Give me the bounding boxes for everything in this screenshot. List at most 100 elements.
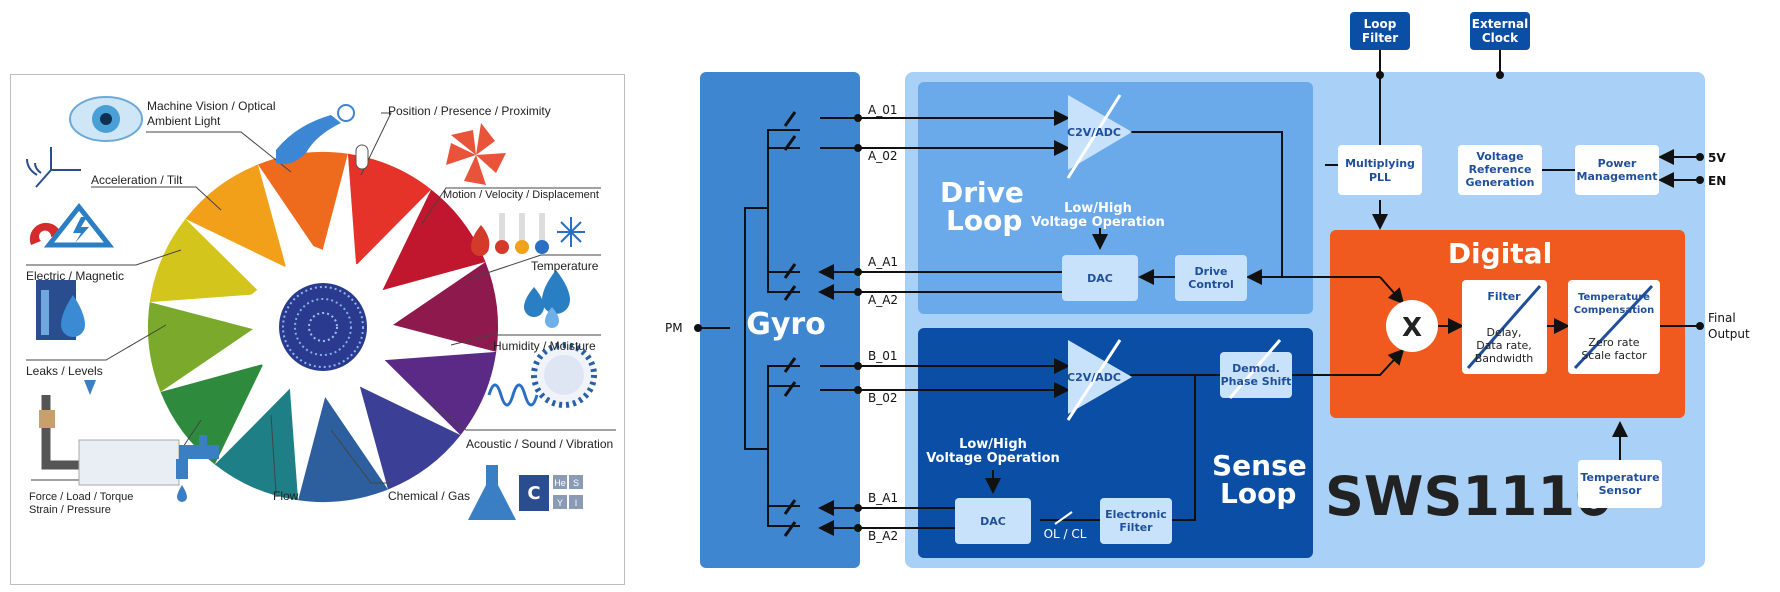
ol-cl-label: OL / CL [1044, 527, 1087, 541]
leader-lines [26, 112, 616, 494]
filter-body-1: Delay, [1486, 326, 1521, 339]
drive-dac-block [1062, 255, 1138, 301]
signal-b01: B_01 [868, 349, 898, 363]
clamp-weight-icon [39, 380, 180, 486]
sense-adc-label: C2V/ADC [1067, 371, 1121, 384]
sound-wave-burst-icon [487, 342, 597, 408]
periodic-tile-s: S [573, 478, 579, 488]
chip-outer-area [905, 72, 1705, 568]
temp-compensation-block [1568, 280, 1660, 374]
drive-voltage-1: Low/High [1064, 201, 1132, 216]
drive-voltage-2: Voltage Operation [1031, 215, 1165, 230]
sensor-wheel-svg: C He S Y I Machine Vision / Optical Ambi… [26, 96, 616, 520]
label-position: Position / Presence / Proximity [388, 104, 551, 118]
sense-dac-label: DAC [980, 515, 1006, 528]
accelerometer-axes-icon [26, 147, 81, 188]
tank-drop-icon [36, 280, 85, 340]
label-chemical: Chemical / Gas [388, 489, 470, 503]
power-label-1: Power [1598, 157, 1637, 170]
periodic-tile-y: Y [557, 498, 563, 508]
wheel-segment [359, 386, 461, 490]
external-clock-label-2: Clock [1482, 31, 1519, 45]
sense-dac-block [955, 498, 1031, 544]
wheel-segment [347, 153, 432, 266]
electronic-filter-label-1: Electronic [1105, 508, 1167, 521]
sensor-wheel-panel: C He S Y I Machine Vision / Optical Ambi… [10, 74, 625, 585]
gyro-block [700, 72, 860, 568]
electronic-filter-block [1100, 498, 1172, 544]
drive-control-label-1: Drive [1195, 265, 1228, 278]
wheel-segment [160, 363, 264, 465]
sensor-sphere-pattern-core [308, 312, 338, 342]
vref-label-3: Generation [1465, 176, 1534, 189]
periodic-tile-i: I [575, 498, 578, 508]
digital-title: Digital [1448, 237, 1552, 270]
sense-loop-label-2: Loop [1220, 477, 1296, 510]
wheel-segment [382, 189, 486, 291]
label-electric: Electric / Magnetic [26, 269, 124, 283]
periodic-tile-he: He [554, 478, 566, 488]
vref-label-1: Voltage [1476, 150, 1523, 163]
drive-loop-label-1: Drive [940, 176, 1024, 209]
chip-name: SWS1110 [1325, 465, 1613, 528]
temp-comp-title-1: Temperature [1578, 292, 1650, 303]
color-wheel [148, 152, 499, 502]
input-en-label: EN [1708, 174, 1726, 188]
drive-loop-label-2: Loop [946, 204, 1022, 237]
temp-comp-title-2: Compensation [1574, 305, 1655, 316]
temp-sensor-label-2: Sensor [1599, 484, 1642, 497]
sensor-sphere-pattern [282, 286, 364, 368]
wheel-segment [149, 218, 262, 303]
pointing-hand-icon [276, 104, 369, 170]
temperature-sensor-block [1578, 460, 1662, 508]
input-5v-label: 5V [1708, 151, 1726, 165]
signal-b02: B_02 [868, 391, 898, 405]
carbon-tile: C [527, 483, 540, 504]
label-temperature: Temperature [531, 259, 599, 273]
label-motion: Motion / Velocity / Displacement [443, 189, 599, 201]
drive-control-label-2: Control [1188, 278, 1233, 291]
voltage-reference-block [1458, 145, 1542, 195]
loop-filter-label-1: Loop [1364, 17, 1397, 31]
temp-comp-body-1: Zero rate [1588, 336, 1639, 349]
power-management-block [1575, 145, 1659, 195]
signal-ba2: B_A2 [868, 529, 898, 543]
temp-sensor-label-1: Temperature [1580, 471, 1659, 484]
filter-block [1462, 280, 1547, 374]
wheel-segment [257, 152, 348, 258]
external-clock-block [1470, 12, 1530, 50]
sense-loop-label-1: Sense [1212, 449, 1307, 482]
label-flow: Flow [273, 489, 299, 503]
signal-aa1: A_A1 [868, 255, 898, 269]
signal-wires [700, 45, 1700, 536]
signal-aa2: A_A2 [868, 293, 898, 307]
drive-loop-block [918, 82, 1313, 314]
label-humidity: Humidity / Moisture [493, 339, 596, 353]
temp-comp-body-2: Scale factor [1581, 349, 1647, 362]
demod-label-1: Demod. [1232, 362, 1280, 375]
wheel-segment [148, 302, 254, 393]
label-force-2: Strain / Pressure [29, 504, 111, 516]
loop-filter-block [1350, 12, 1410, 50]
drive-adc-block: C2V/ADC [1066, 94, 1132, 179]
label-machine-vision-2: Ambient Light [147, 114, 221, 128]
filter-title: Filter [1487, 290, 1521, 303]
sensor-sphere-icon [279, 283, 367, 371]
magnet-icon [29, 202, 115, 248]
thermometers-snowflake-icon [471, 213, 585, 256]
wheel-segment [185, 164, 287, 268]
faucet-icon [176, 435, 219, 502]
signal-a02: A_02 [868, 149, 897, 163]
pll-label-2: PLL [1369, 171, 1391, 184]
wire-junctions [694, 71, 1704, 532]
fan-icon [446, 123, 506, 185]
external-clock-label-1: External [1472, 17, 1528, 31]
vref-label-2: Reference [1469, 163, 1532, 176]
electrode-symbols [783, 111, 797, 537]
signal-ba1: B_A1 [868, 491, 898, 505]
label-acoustic: Acoustic / Sound / Vibration [466, 437, 613, 451]
flask-periodic-icon: C He S Y I [468, 465, 583, 520]
mixer-circle [1386, 300, 1438, 352]
pll-label-1: Multiplying [1345, 157, 1415, 170]
final-output-label-2: Output [1708, 327, 1750, 341]
